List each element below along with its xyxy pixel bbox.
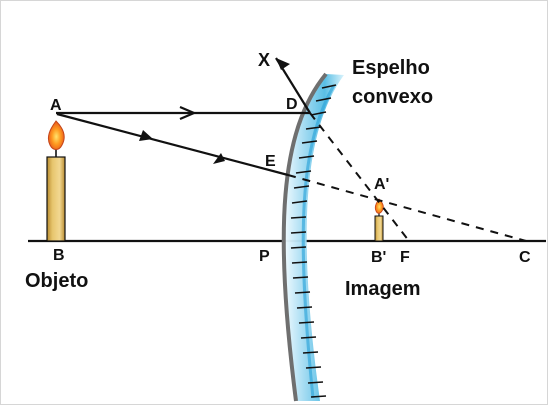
image-candle <box>374 198 384 242</box>
incident-ray-to-e-arrow-2 <box>213 153 225 164</box>
label-c: C <box>519 249 531 266</box>
incident-ray-top-arrow <box>179 105 197 121</box>
label-e: E <box>265 153 276 170</box>
label-b: B <box>53 247 65 264</box>
label-f: F <box>400 249 410 266</box>
incident-ray-to-e-arrow-1 <box>139 130 153 141</box>
label-mirror-line-2: convexo <box>352 86 433 108</box>
label-mirror-line-1: Espelho <box>352 57 430 79</box>
dashed-ray-to-f <box>309 112 410 242</box>
incident-ray-to-e <box>56 112 289 177</box>
label-a-prime: A' <box>374 176 389 193</box>
mirror-hatch-marks <box>290 84 337 398</box>
label-a: A <box>50 97 62 114</box>
dashed-ray-to-c <box>287 174 527 242</box>
object-candle <box>46 120 66 242</box>
label-b-prime: B' <box>371 249 386 266</box>
label-objeto: Objeto <box>25 270 88 292</box>
label-p: P <box>259 248 270 265</box>
label-x: X <box>258 50 270 70</box>
convex-mirror-edge <box>281 72 328 402</box>
reflected-ray-x-arrow <box>276 58 290 70</box>
label-imagem: Imagem <box>345 278 421 300</box>
convex-mirror-glass <box>283 74 344 401</box>
label-d: D <box>286 96 298 113</box>
